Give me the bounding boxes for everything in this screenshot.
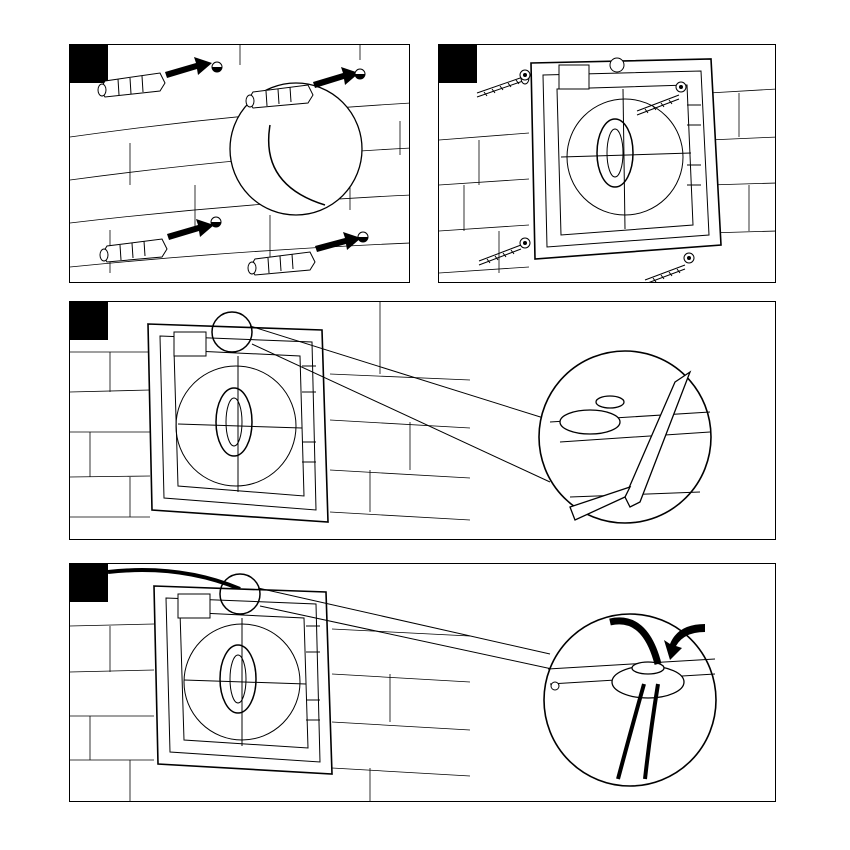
drill-hole-top-right — [355, 69, 365, 79]
grommet-cutting-diagram — [70, 302, 776, 540]
wall-plug-bottom-right — [248, 252, 315, 275]
arrow-bottom-left — [167, 219, 214, 240]
zoom-detail-circle — [544, 614, 716, 786]
step-panel-4 — [69, 563, 776, 802]
fan-housing-mounting-diagram — [439, 45, 776, 283]
step-panel-1 — [69, 44, 410, 283]
wall-plug-diagram — [70, 45, 410, 283]
grommet — [560, 410, 620, 434]
step-panel-3 — [69, 301, 776, 540]
drill-hole-top-left — [212, 62, 222, 72]
washer-top-right — [676, 82, 686, 92]
washer-top-left — [520, 70, 530, 80]
fan-housing — [148, 324, 328, 522]
drill-hole-bottom-right — [358, 232, 368, 242]
screw-bottom-right — [645, 265, 685, 283]
washer-bottom-left — [520, 238, 530, 248]
drill-hole-bottom-left — [211, 217, 221, 227]
cable-feeding-diagram — [70, 564, 776, 802]
washer-bottom-right — [684, 253, 694, 263]
step-panel-2 — [438, 44, 776, 283]
wall-plug-top-left — [98, 73, 165, 97]
arrow-top-left — [165, 57, 212, 78]
zoom-detail-circle — [539, 351, 711, 523]
fan-housing — [531, 58, 721, 259]
arrow-bottom-right — [315, 232, 361, 252]
screw-bottom-left — [479, 245, 521, 265]
arrow-top-right — [313, 67, 359, 88]
grommet-cut-tip — [596, 396, 624, 408]
